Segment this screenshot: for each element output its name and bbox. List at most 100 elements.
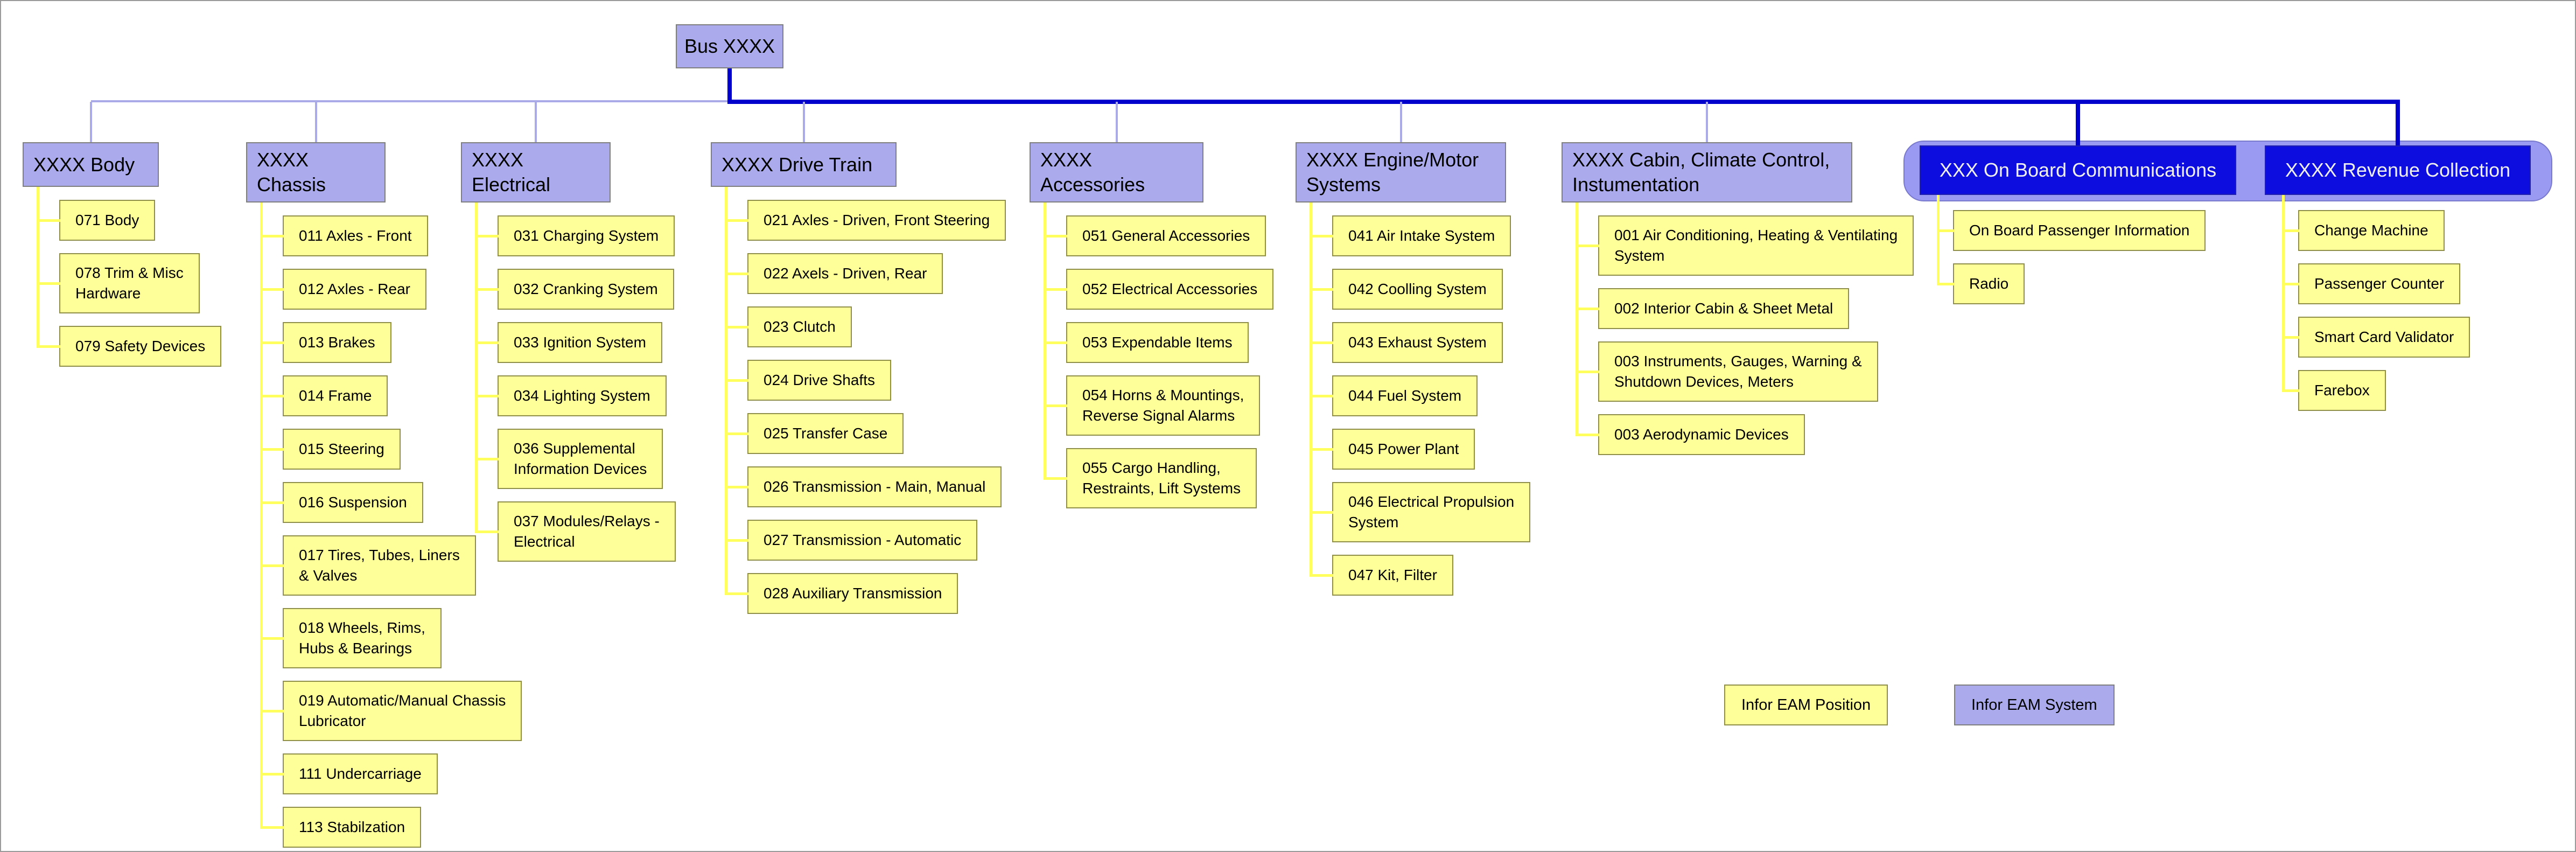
column-4: XXXX Drive Train 021 Axles - Driven, Fron… <box>711 142 1066 614</box>
tree-node: On Board Passenger Information <box>1937 210 2206 251</box>
tree-node: Change Machine <box>2283 210 2445 251</box>
tree-node: 078 Trim & Misc Hardware <box>38 253 200 313</box>
column-header: XXXX Revenue Collection <box>2265 145 2531 195</box>
column-header: XXXX Accessories <box>1030 142 1203 202</box>
tree-node: 016 Suspension <box>261 482 423 523</box>
connector-line <box>1576 202 1578 436</box>
column-children: 071 Body 078 Trim & Misc Hardware 079 Safe… <box>37 200 378 367</box>
tree-node: 041 Air Intake System <box>1310 215 1511 256</box>
connector-line <box>37 187 39 348</box>
tree-node: 111 Undercarriage <box>261 753 438 794</box>
tree-node: 023 Clutch <box>726 306 852 347</box>
column-children: 021 Axles - Driven, Front Steering 022 Ax… <box>725 200 1066 614</box>
column-header: XXX On Board Communications <box>1920 145 2236 195</box>
column-header: XXXX Cabin, Climate Control, Instumentat… <box>1562 142 1852 202</box>
tree-node: 052 Electrical Accessories <box>1044 269 1274 310</box>
tree-node: 079 Safety Devices <box>37 326 222 367</box>
legend-infor-eam-system: Infor EAM System <box>1954 685 2115 725</box>
tree-node: 025 Transfer Case <box>725 413 904 454</box>
column-7: XXXX Cabin, Climate Control, Instumentat… <box>1562 142 1917 455</box>
column-children: 041 Air Intake System 042 Coolling System… <box>1310 215 1651 596</box>
tree-node: 071 Body <box>37 200 156 241</box>
tree-node: 014 Frame <box>261 375 388 416</box>
connector-line <box>1399 102 1402 142</box>
tree-node: 003 Aerodynamic Devices <box>1577 414 1805 455</box>
tree-node: 026 Transmission - Main, Manual <box>725 466 1002 507</box>
tree-node: 047 Kit, Filter <box>1311 555 1453 596</box>
connector-line <box>535 102 537 142</box>
column-header: XXXX Body <box>23 142 159 187</box>
tree-node: 042 Coolling System <box>1311 269 1503 310</box>
tree-node: 044 Fuel System <box>1310 375 1478 416</box>
connector-line <box>1115 102 1118 142</box>
column-header: XXXX Drive Train <box>711 142 897 187</box>
column-children: 001 Air Conditioning, Heating & Ventilat… <box>1576 215 1917 455</box>
tree-node: 013 Brakes <box>261 322 391 363</box>
column-2: XXXX Chassis 011 Axles - Front 012 Axles -… <box>246 142 601 848</box>
tree-node: 055 Cargo Handling, Restraints, Lift Sys… <box>1044 448 1257 508</box>
connector-line <box>90 100 730 102</box>
column-6: XXXX Engine/Motor Systems 041 Air Intake … <box>1296 142 1651 596</box>
tree-node: 017 Tires, Tubes, Liners & Valves <box>261 535 476 596</box>
tree-node: 034 Lighting System <box>476 375 667 416</box>
tree-node: Radio <box>1937 263 2025 304</box>
tree-node: 022 Axels - Driven, Rear <box>725 253 943 294</box>
column-header: XXXX Electrical <box>461 142 611 202</box>
tree-node: 002 Interior Cabin & Sheet Metal <box>1576 288 1850 329</box>
root-node-label: Bus XXXX <box>684 35 775 57</box>
column-8: XXX On Board Communications On Board Pass… <box>1920 145 2275 304</box>
column-children: 051 General Accessories 052 Electrical Ac… <box>1044 215 1385 508</box>
legend-infor-eam-system-label: Infor EAM System <box>1971 696 2097 714</box>
connector-line <box>260 202 263 829</box>
connector-line <box>2076 104 2080 145</box>
connector-line <box>314 102 317 142</box>
tree-node: Smart Card Validator <box>2283 317 2470 358</box>
column-header: XXXX Chassis <box>246 142 386 202</box>
root-node-bus: Bus XXXX <box>676 24 783 68</box>
tree-node: 021 Axles - Driven, Front Steering <box>725 200 1006 241</box>
tree-node: 018 Wheels, Rims, Hubs & Bearings <box>261 608 442 668</box>
tree-node: Farebox <box>2283 370 2386 411</box>
connector-line <box>1706 102 1708 142</box>
tree-node: 051 General Accessories <box>1044 215 1266 256</box>
column-header: XXXX Engine/Motor Systems <box>1296 142 1506 202</box>
legend-infor-eam-position: Infor EAM Position <box>1724 685 1888 725</box>
connector-line <box>802 102 805 142</box>
tree-node: 015 Steering <box>261 429 401 470</box>
tree-node: 011 Axles - Front <box>261 215 428 256</box>
column-children: 011 Axles - Front 012 Axles - Rear 013 Bra… <box>261 215 601 848</box>
column-children: 031 Charging System 032 Cranking System 03… <box>475 215 816 562</box>
tree-node: 031 Charging System <box>475 215 675 256</box>
column-3: XXXX Electrical 031 Charging System 032 Cr… <box>461 142 816 562</box>
connector-line <box>475 202 478 533</box>
tree-node: 032 Cranking System <box>476 269 674 310</box>
tree-node: 028 Auxiliary Transmission <box>725 573 958 614</box>
column-1: XXXX Body 071 Body 078 Trim & Misc Hardwar… <box>23 142 378 367</box>
connector-line <box>89 102 92 142</box>
connector-line <box>727 68 732 104</box>
tree-node: 043 Exhaust System <box>1311 322 1503 363</box>
connector-line <box>1937 195 1940 285</box>
legend-infor-eam-position-label: Infor EAM Position <box>1741 696 1871 714</box>
tree-node: 012 Axles - Rear <box>261 269 426 310</box>
tree-node: 036 Supplemental Information Devices <box>475 429 663 489</box>
tree-node: 001 Air Conditioning, Heating & Ventilat… <box>1576 215 1914 276</box>
connector-line <box>1310 202 1312 577</box>
tree-node: 045 Power Plant <box>1310 429 1475 470</box>
tree-node: 019 Automatic/Manual Chassis Lubricator <box>261 681 522 741</box>
tree-node: 054 Horns & Mountings, Reverse Signal Al… <box>1044 375 1261 436</box>
tree-node: 046 Electrical Propulsion System <box>1310 482 1531 542</box>
tree-node: 037 Modules/Relays - Electrical <box>476 501 676 562</box>
tree-node: 024 Drive Shafts <box>726 360 891 401</box>
tree-node: 027 Transmission - Automatic <box>725 520 978 561</box>
connector-line <box>727 100 2400 104</box>
connector-line <box>2396 104 2400 145</box>
tree-node: 033 Ignition System <box>476 322 662 363</box>
tree-node: 003 Instruments, Gauges, Warning & Shutd… <box>1577 341 1878 402</box>
